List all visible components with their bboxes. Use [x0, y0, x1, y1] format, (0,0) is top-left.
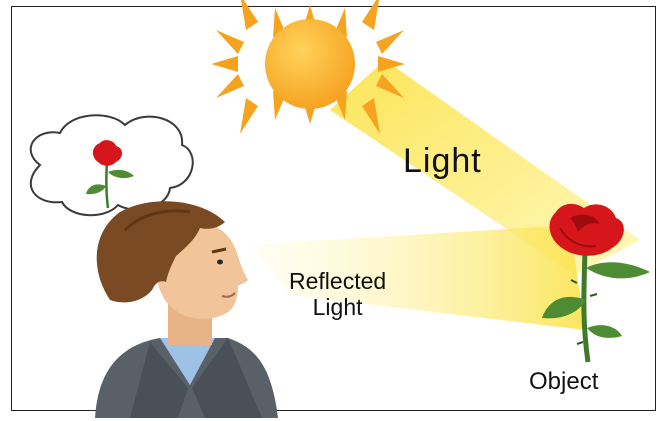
person-icon — [95, 201, 278, 418]
object-label: Object — [529, 368, 598, 396]
reflected-light-label: Reflected Light — [289, 268, 386, 320]
sun-icon — [211, 0, 405, 134]
reflected-light-label-line2: Light — [289, 294, 386, 320]
reflected-light-label-line1: Reflected — [289, 268, 386, 294]
light-label: Light — [403, 142, 482, 181]
